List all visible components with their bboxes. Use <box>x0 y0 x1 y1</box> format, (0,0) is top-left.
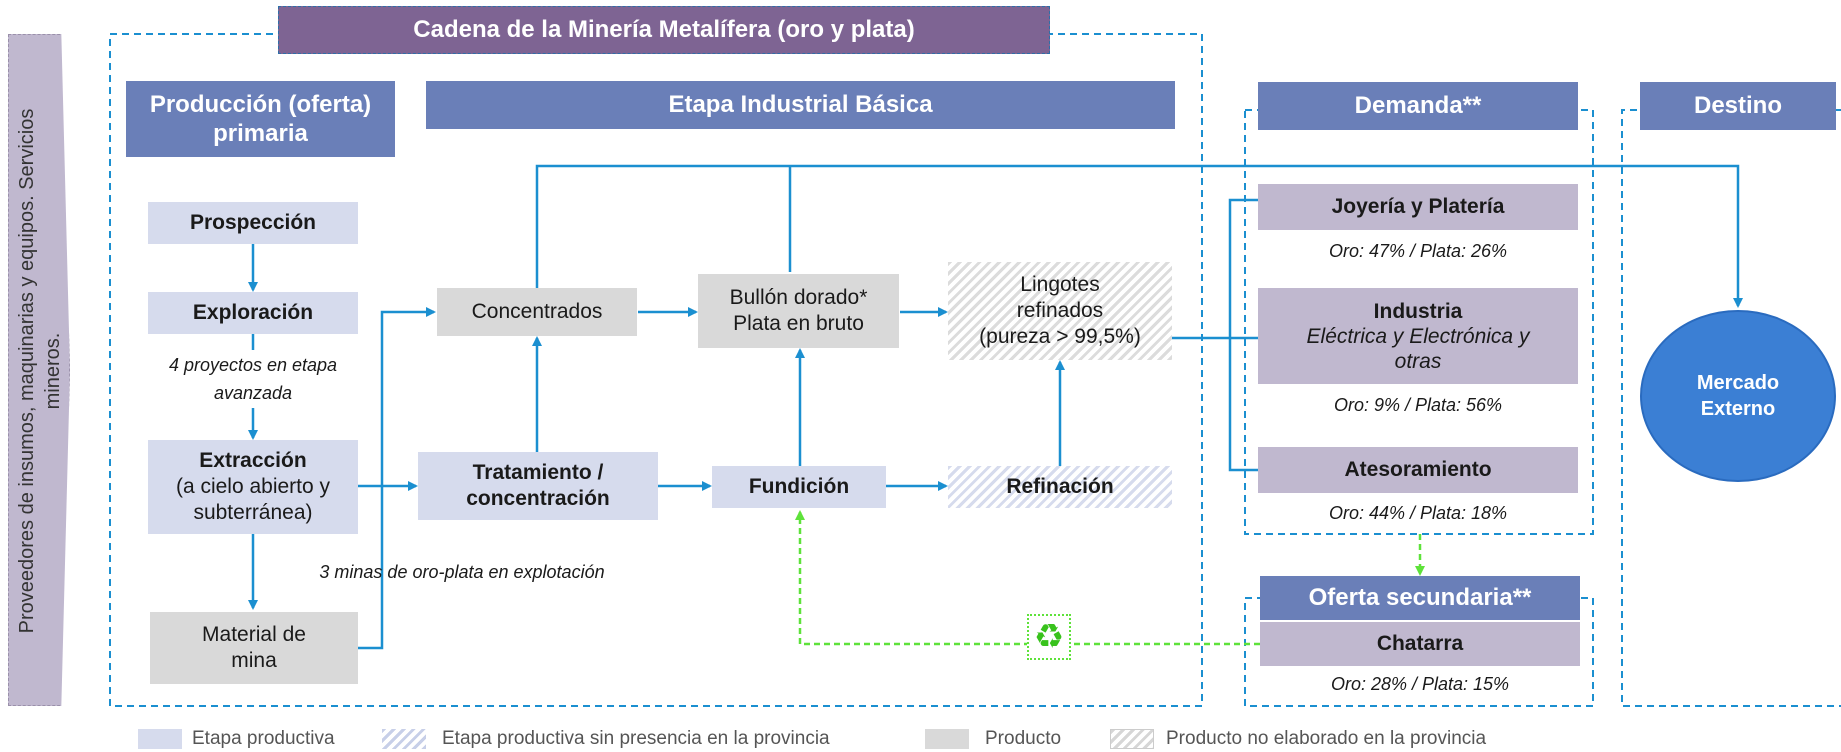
node-tratamiento: Tratamiento / concentración <box>418 452 658 520</box>
providers-side-label: Proveedores de insumos, maquinarias y eq… <box>16 108 64 634</box>
extraccion-title: Extracción <box>199 449 307 472</box>
node-material-de-mina: Material de mina <box>150 612 358 684</box>
header-etapa-industrial: Etapa Industrial Básica <box>426 81 1175 129</box>
demand-atesoramiento: Atesoramiento <box>1258 447 1578 493</box>
lingotes-line-1: Lingotes <box>1020 273 1100 296</box>
node-fundicion: Fundición <box>712 466 886 508</box>
bullon-line-2: Plata en bruto <box>733 312 864 335</box>
header-oferta-secundaria: Oferta secundaria** <box>1260 576 1580 620</box>
legend-swatch-etapa-sin-presencia <box>382 729 426 749</box>
node-exploracion: Exploración <box>148 292 358 334</box>
industria-subtitle: Eléctrica y Electrónica y otras <box>1306 324 1530 373</box>
node-mercado-externo: Mercado Externo <box>1640 310 1836 482</box>
providers-side-panel <box>8 34 70 706</box>
header-demanda: Demanda** <box>1258 82 1578 130</box>
lingotes-line-2: refinados <box>1016 299 1104 322</box>
node-concentrados: Concentrados <box>437 288 637 336</box>
legend-etapa-sin-presencia: Etapa productiva sin presencia en la pro… <box>442 728 830 749</box>
recycle-icon: ♻ <box>1027 614 1071 660</box>
node-refinacion: Refinación <box>948 466 1172 508</box>
legend-swatch-etapa <box>138 729 182 749</box>
industria-title: Industria <box>1373 299 1463 323</box>
legend-etapa-productiva: Etapa productiva <box>192 728 335 749</box>
node-extraccion: Extracción (a cielo abierto y subterráne… <box>148 440 358 534</box>
demand-atesoramiento-share: Oro: 44% / Plata: 18% <box>1328 502 1508 523</box>
legend-producto: Producto <box>985 728 1062 749</box>
header-destino: Destino <box>1640 82 1836 130</box>
extraccion-subtitle: (a cielo abierto y subterránea) <box>175 475 331 524</box>
lingotes-line-3: (pureza > 99,5%) <box>979 325 1141 348</box>
note-minas: 3 minas de oro-plata en explotación <box>319 561 605 582</box>
legend-producto-no-elaborado: Producto no elaborado en la provincia <box>1166 728 1487 749</box>
node-lingotes-refinados: Lingotes refinados (pureza > 99,5%) <box>948 262 1172 360</box>
header-produccion: Producción (oferta) primaria <box>126 81 395 157</box>
demand-joyeria-share: Oro: 47% / Plata: 26% <box>1328 240 1508 261</box>
bullon-line-1: Bullón dorado* <box>729 286 868 309</box>
node-prospeccion: Prospección <box>148 202 358 244</box>
demand-industria-share: Oro: 9% / Plata: 56% <box>1333 394 1503 415</box>
demand-industria: Industria Eléctrica y Electrónica y otra… <box>1258 288 1578 384</box>
chain-title: Cadena de la Minería Metalífera (oro y p… <box>278 6 1050 54</box>
note-exploracion: 4 proyectos en etapa avanzada <box>138 350 368 408</box>
secondary-chatarra: Chatarra <box>1260 622 1580 666</box>
legend-swatch-producto <box>925 729 969 749</box>
demand-joyeria: Joyería y Platería <box>1258 184 1578 230</box>
node-bullon-dorado: Bullón dorado* Plata en bruto <box>698 274 899 348</box>
secondary-chatarra-share: Oro: 28% / Plata: 15% <box>1330 673 1510 694</box>
legend-swatch-producto-no-elaborado <box>1110 729 1154 749</box>
